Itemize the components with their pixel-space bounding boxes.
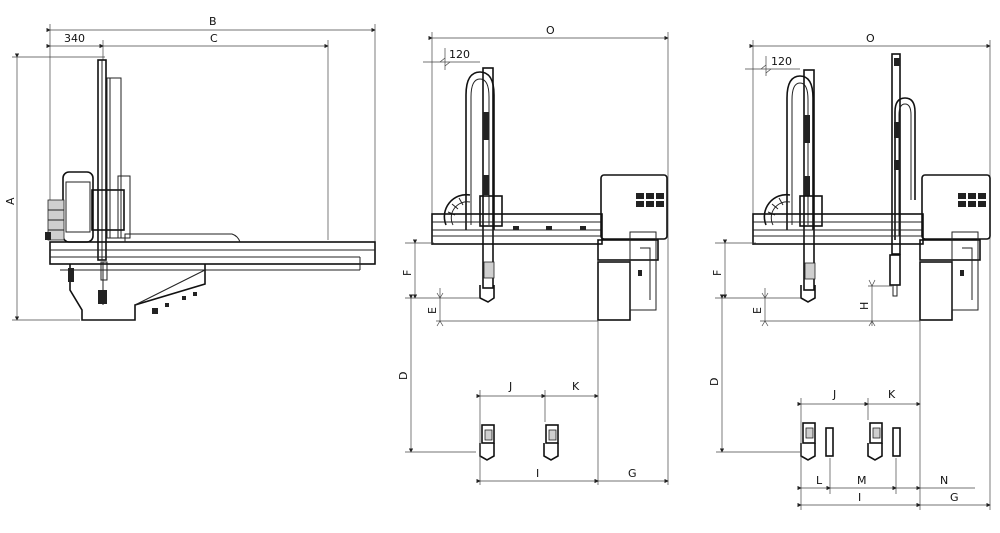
dimension-j-k-2: J K — [797, 320, 921, 510]
base — [68, 264, 206, 321]
cabinet-2 — [919, 174, 991, 321]
dimension-120-2: 120 — [745, 55, 800, 76]
cabinet — [597, 174, 668, 321]
dimension-c: 340 C — [46, 32, 329, 240]
dimension-f: F — [401, 239, 480, 299]
horizontal-beam — [49, 233, 376, 271]
main-arm — [786, 69, 823, 303]
dim-label-h: H — [858, 302, 871, 310]
dimension-e-2: E — [751, 288, 920, 327]
dim-label-j-2: J — [832, 388, 836, 401]
dimension-l-m-n: L M N — [797, 458, 975, 494]
dim-label-n: N — [940, 474, 948, 487]
dim-label-d-2: D — [708, 378, 721, 386]
dim-label-340: 340 — [64, 32, 85, 45]
dim-label-f-2: F — [711, 270, 724, 276]
dimension-i-g-2: I G — [797, 491, 991, 508]
dim-label-e: E — [426, 307, 439, 314]
dim-label-f: F — [401, 270, 414, 276]
dimension-j-k: J K — [476, 320, 599, 485]
dim-label-o: O — [546, 24, 555, 37]
front-view-single: O 120 — [397, 24, 669, 485]
dim-label-i: I — [536, 467, 539, 480]
dimension-o: O — [428, 24, 669, 485]
dim-label-k-2: K — [888, 388, 896, 401]
dimension-a: A — [4, 53, 105, 321]
dim-label-j: J — [508, 380, 512, 393]
dimension-d: D — [397, 294, 476, 453]
dimension-f-2: F — [711, 239, 800, 299]
dim-label-b: B — [209, 15, 217, 28]
dim-label-k: K — [572, 380, 580, 393]
dimension-d-2: D — [708, 294, 800, 453]
secondary-arm — [889, 53, 916, 297]
dim-label-g: G — [628, 467, 637, 480]
dim-label-120: 120 — [449, 48, 470, 61]
gripper-positions — [479, 424, 559, 461]
dimension-e: E — [426, 288, 598, 327]
front-view-double: O 120 — [708, 32, 991, 510]
dim-label-l: L — [816, 474, 823, 487]
dim-label-c: C — [210, 32, 218, 45]
dim-label-o-2: O — [866, 32, 875, 45]
beam — [431, 213, 603, 245]
dim-label-g-2: G — [950, 491, 959, 504]
dim-label-e-2: E — [751, 307, 764, 314]
dimension-h: H — [858, 279, 892, 327]
dimension-120: 120 — [423, 48, 480, 70]
dim-label-d: D — [397, 372, 410, 380]
vertical-arm — [97, 59, 122, 305]
arm — [465, 67, 503, 303]
dimension-i-g: I G — [476, 467, 669, 484]
drag-chain-2 — [763, 193, 791, 226]
dim-label-120-2: 120 — [771, 55, 792, 68]
dim-label-a: A — [4, 197, 17, 205]
beam-2 — [752, 213, 924, 245]
dim-label-i-2: I — [858, 491, 861, 504]
carriage — [45, 171, 131, 243]
gripper-positions-2 — [800, 422, 901, 461]
dimension-o-2: O — [749, 32, 991, 510]
side-view: B 340 C A — [4, 15, 376, 321]
dim-label-m: M — [857, 474, 867, 487]
